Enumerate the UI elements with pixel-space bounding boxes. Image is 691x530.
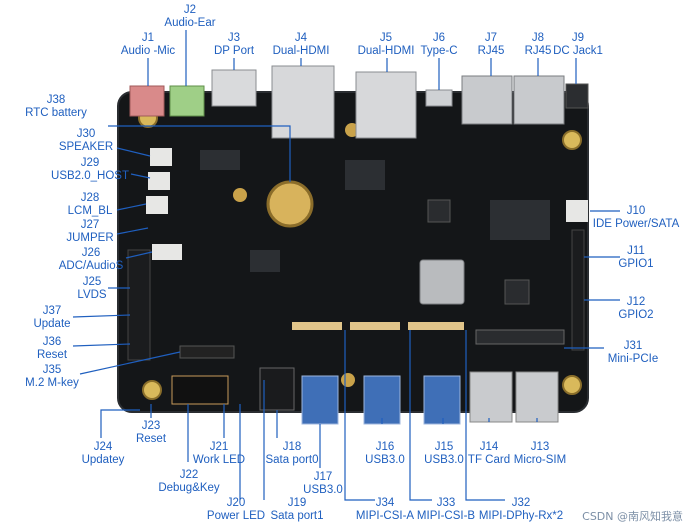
hdmi-port-1 (271, 65, 335, 139)
rj45-port-2 (513, 75, 565, 125)
mipi-conn-c (408, 322, 464, 330)
dp-port (211, 69, 257, 107)
audio-ear-jack (169, 85, 205, 117)
watermark: CSDN @南风知我意 (582, 510, 683, 523)
sata-port-0 (259, 367, 295, 411)
mount-hole-mid3 (341, 373, 355, 387)
chip-2 (427, 199, 451, 223)
mount-hole-bl (142, 380, 162, 400)
lcm-conn (146, 196, 168, 214)
speaker-conn (150, 148, 172, 166)
tf-card-slot (469, 371, 513, 423)
usb3-port-1 (301, 375, 339, 425)
micro-sim-slot (515, 371, 559, 423)
debug-header (171, 375, 229, 405)
mount-hole-mid1 (233, 188, 247, 202)
chip-3 (504, 279, 530, 305)
adc-conn (152, 244, 182, 260)
usb3-port-2 (363, 375, 401, 425)
soc-chip (419, 259, 465, 305)
mini-pcie-slot (475, 329, 565, 345)
dc-jack (565, 83, 589, 109)
leader-lines (72, 30, 620, 501)
pcb (117, 91, 589, 413)
ide-power-conn (566, 200, 588, 222)
mount-hole-br (562, 375, 582, 395)
type-c-port (425, 89, 453, 107)
mount-hole-tr (562, 130, 582, 150)
usb3-port-3 (423, 375, 461, 425)
rj45-port-1 (461, 75, 513, 125)
mipi-conn-b (350, 322, 400, 330)
audio-mic-jack (129, 85, 165, 117)
rtc-battery (266, 180, 314, 228)
usb2-conn (148, 172, 170, 190)
lvds-header (127, 249, 151, 361)
hdmi-port-2 (355, 71, 417, 139)
m2-slot (179, 345, 235, 359)
gpio-header (571, 229, 585, 351)
mipi-conn-a (292, 322, 342, 330)
